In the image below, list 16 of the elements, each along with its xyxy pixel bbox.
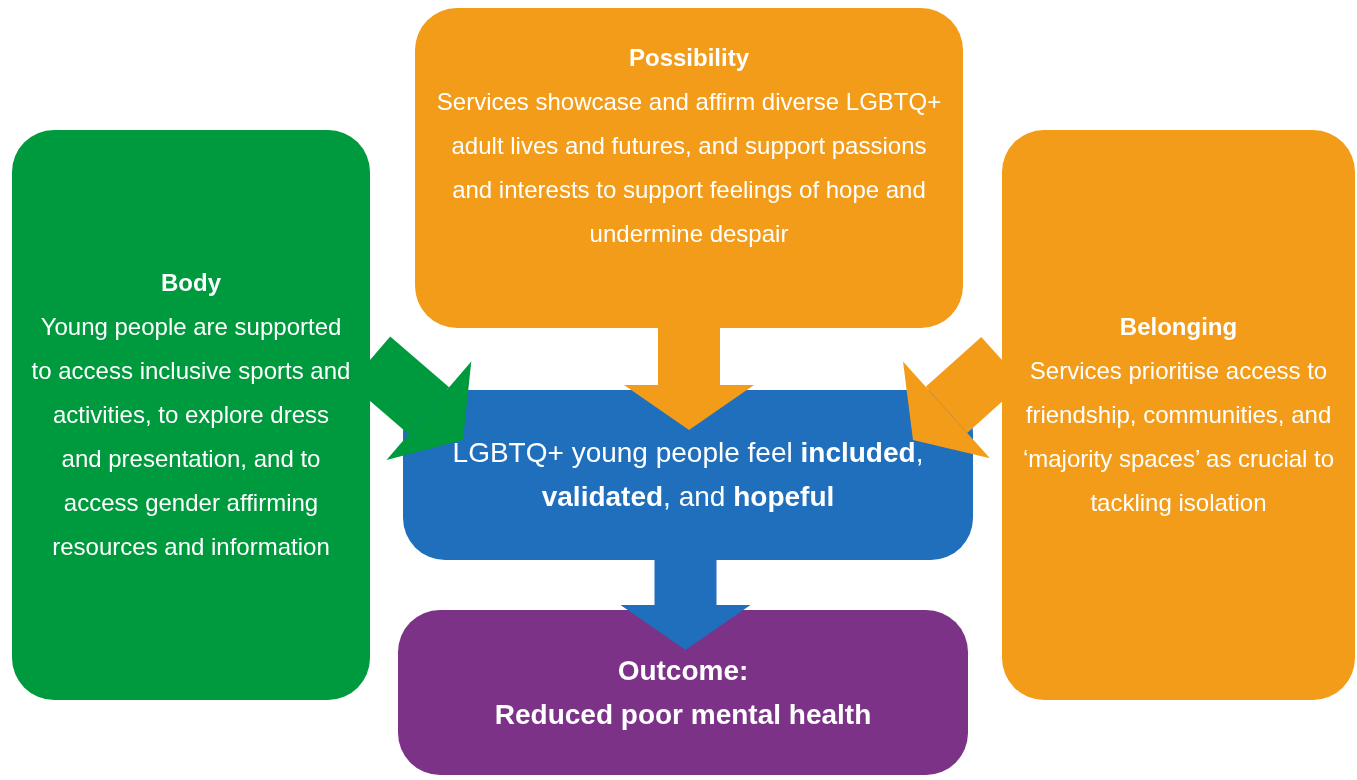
arrow bbox=[620, 560, 751, 650]
body-box bbox=[12, 130, 370, 700]
belonging-box bbox=[1002, 130, 1355, 700]
possibility-box bbox=[415, 8, 963, 328]
arrow bbox=[624, 328, 754, 430]
feeling-box bbox=[403, 390, 973, 560]
heading: Body bbox=[161, 268, 221, 298]
heading: Outcome: bbox=[617, 653, 749, 688]
description: Services showcase and affirm diverse LGBTQ+ adult lives and futures, and support passions and interests to support feelings of hope and undermine despair bbox=[435, 87, 943, 249]
heading: Possibility bbox=[628, 43, 749, 73]
outcome-box bbox=[398, 610, 968, 775]
description: Young people are supported to access inclusive sports and activities, to explore dress and presentation, and to access gender affirming resources and information bbox=[30, 312, 352, 562]
heading: Belonging bbox=[1119, 312, 1238, 342]
description: LGBTQ+ young people feel included, validated, and hopeful bbox=[451, 436, 925, 514]
description: Reduced poor mental health bbox=[494, 697, 872, 732]
description: Services prioritise access to friendship, communities, and ‘majority spaces’ as crucial to tackling isolation bbox=[1021, 356, 1336, 518]
